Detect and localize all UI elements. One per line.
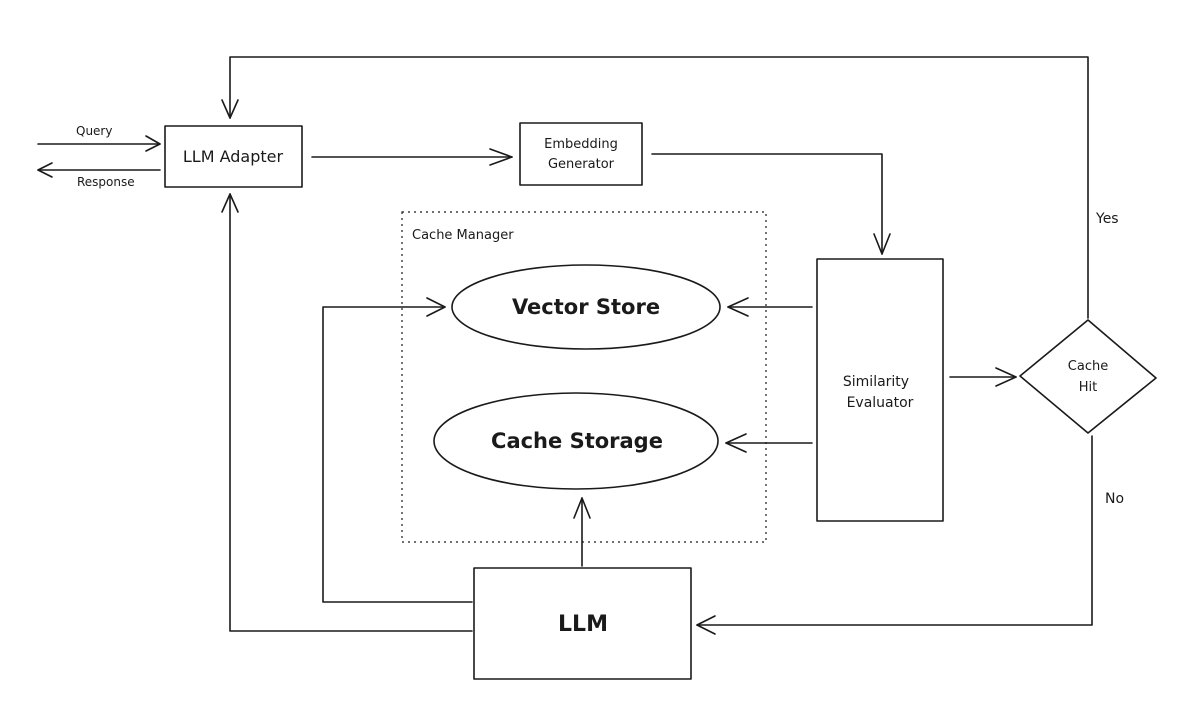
yes-label: Yes <box>1095 211 1119 227</box>
embedding-generator-label-line2: Generator <box>548 157 615 172</box>
vector-store-label: Vector Store <box>512 295 660 319</box>
adapter-to-embedding-arrow <box>311 148 513 166</box>
response-arrow <box>37 162 161 178</box>
no-path-arrow <box>696 435 1093 635</box>
llm-label: LLM <box>558 612 608 637</box>
cache-hit-label-line2: Hit <box>1079 380 1097 395</box>
similarity-evaluator-box <box>816 258 944 522</box>
no-label: No <box>1105 491 1124 507</box>
embedding-generator-label-line1: Embedding <box>544 137 618 152</box>
cache-hit-diamond <box>1019 319 1157 434</box>
vector-store-ellipse <box>451 264 721 350</box>
evaluator-to-cache-hit-arrow <box>949 367 1017 387</box>
query-label: Query <box>76 124 112 138</box>
cache-storage-label: Cache Storage <box>491 429 663 453</box>
yes-path-arrow <box>221 56 1089 319</box>
similarity-evaluator-label-line1: Similarity <box>843 374 909 390</box>
llm-adapter-label: LLM Adapter <box>183 147 284 166</box>
similarity-evaluator-label-line2: Evaluator <box>847 395 914 411</box>
query-arrow <box>37 135 161 152</box>
embedding-to-evaluator-arrow <box>651 153 891 255</box>
llm-adapter-box <box>164 125 303 188</box>
evaluator-to-cache-storage-arrow <box>725 433 813 453</box>
embedding-generator-box <box>519 122 643 186</box>
llm-to-vector-store-arrow <box>322 297 473 603</box>
cache-hit-label-line1: Cache <box>1068 359 1108 374</box>
cache-manager-label: Cache Manager <box>412 228 514 243</box>
llm-box <box>473 567 692 680</box>
llm-to-cache-storage-arrow <box>573 497 591 567</box>
llm-to-adapter-arrow <box>221 193 473 632</box>
evaluator-to-vector-store-arrow <box>727 297 813 317</box>
cache-manager-boundary <box>401 211 767 543</box>
response-label: Response <box>77 175 135 189</box>
cache-storage-ellipse <box>433 392 719 490</box>
